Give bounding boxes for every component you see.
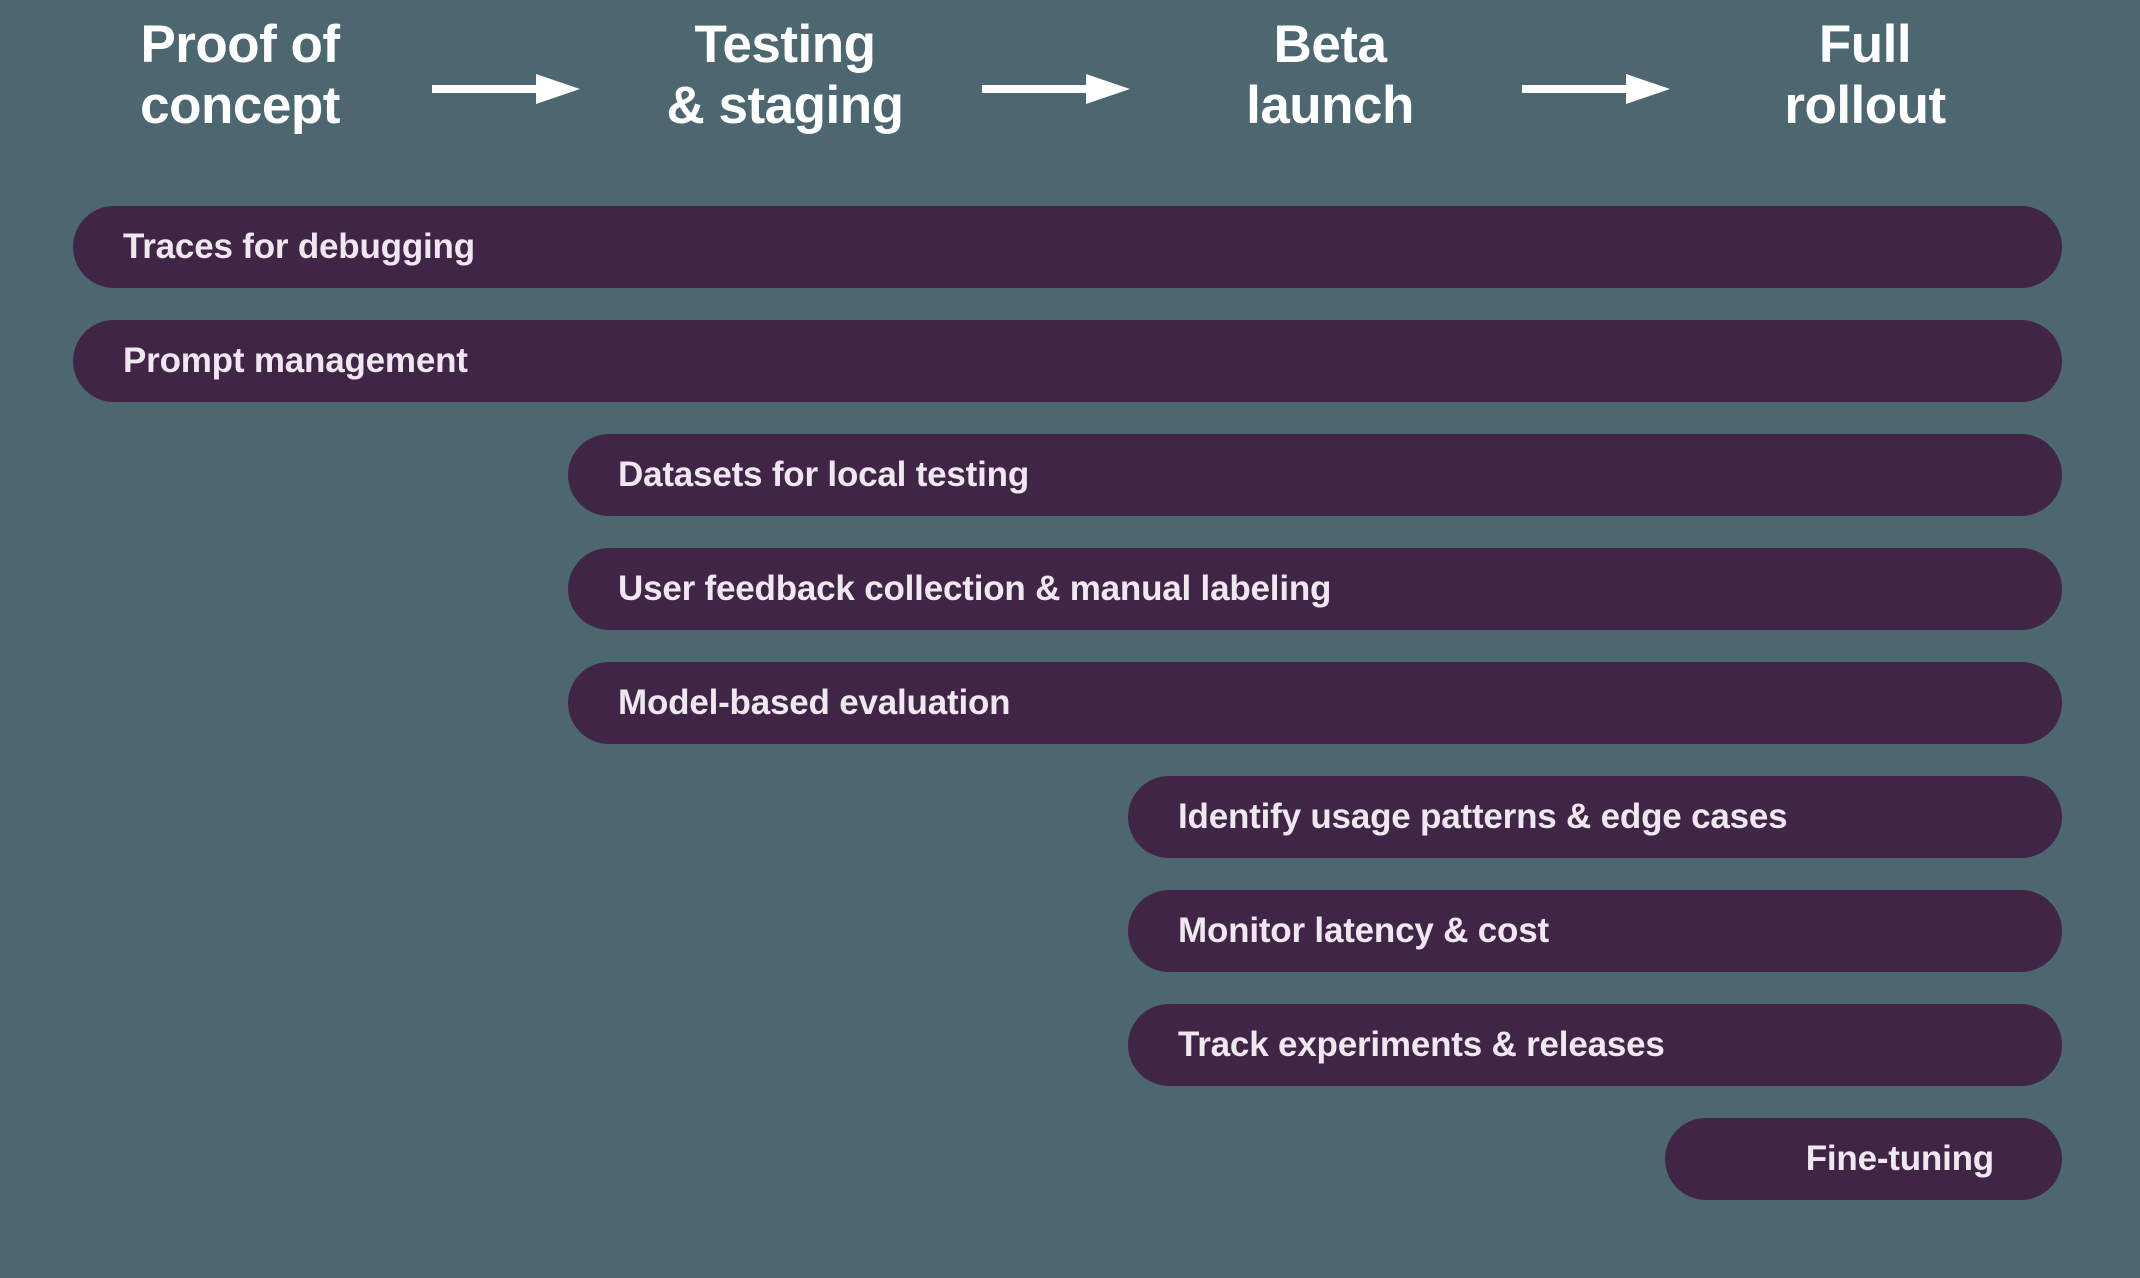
capability-bar: Datasets for local testing bbox=[568, 434, 2062, 516]
capability-bar: Traces for debugging bbox=[73, 206, 2062, 288]
phase-label-beta-launch: Beta launch bbox=[1246, 15, 1414, 136]
capability-bar-label: Monitor latency & cost bbox=[1178, 911, 1549, 950]
capability-bar: Identify usage patterns & edge cases bbox=[1128, 776, 2062, 858]
capability-bar-label: Track experiments & releases bbox=[1178, 1025, 1665, 1064]
capability-bar: Prompt management bbox=[73, 320, 2062, 402]
capability-bar-label: Fine-tuning bbox=[1805, 1139, 1995, 1178]
phase-label-proof-of-concept: Proof of concept bbox=[140, 15, 340, 136]
capability-bar: User feedback collection & manual labeli… bbox=[568, 548, 2062, 630]
capability-bar-label: Identify usage patterns & edge cases bbox=[1178, 797, 1788, 836]
capability-bar-label: Traces for debugging bbox=[123, 227, 475, 266]
phase-label-full-rollout: Full rollout bbox=[1784, 15, 1946, 136]
capability-bar: Fine-tuning bbox=[1665, 1118, 2062, 1200]
capability-bar: Track experiments & releases bbox=[1128, 1004, 2062, 1086]
phase-label-testing-and-staging: Testing & staging bbox=[666, 15, 904, 136]
capability-bar-label: Model-based evaluation bbox=[618, 683, 1011, 722]
arrow-right-icon bbox=[1522, 72, 1670, 106]
capability-bar-label: Prompt management bbox=[123, 341, 468, 380]
capability-bar: Monitor latency & cost bbox=[1128, 890, 2062, 972]
arrow-right-icon bbox=[432, 72, 580, 106]
capability-bar-label: User feedback collection & manual labeli… bbox=[618, 569, 1332, 608]
phase-header-row: Proof of concept Testing & staging Beta … bbox=[0, 0, 2140, 180]
capability-bar-label: Datasets for local testing bbox=[618, 455, 1030, 494]
capability-bar: Model-based evaluation bbox=[568, 662, 2062, 744]
arrow-right-icon bbox=[982, 72, 1130, 106]
